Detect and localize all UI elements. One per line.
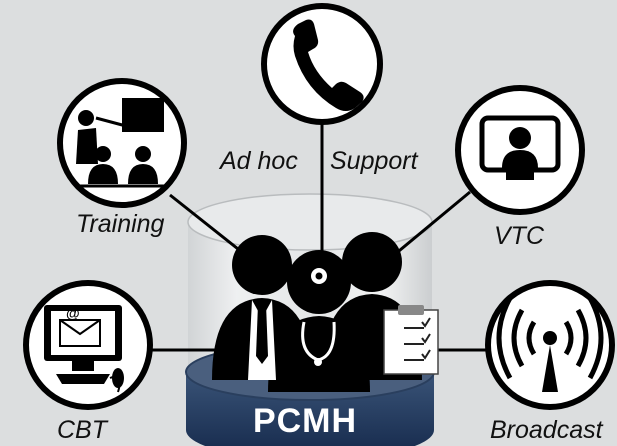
broadcast-antenna-icon (496, 296, 604, 392)
support-label: Support (330, 147, 418, 175)
clipboard-icon (383, 305, 439, 375)
broadcast-node (485, 280, 615, 410)
svg-text:@: @ (66, 305, 80, 321)
cbt-node: @ (23, 280, 153, 410)
computer-email-icon: @ (44, 305, 124, 393)
presentation-icon (76, 98, 166, 188)
vtc-label: VTC (494, 222, 544, 250)
telephone-icon (293, 19, 364, 111)
broadcast-label: Broadcast (490, 416, 603, 444)
cbt-label: CBT (57, 416, 107, 444)
hub-label: PCMH (252, 402, 358, 440)
telephone-node (261, 3, 383, 125)
training-label: Training (76, 210, 165, 238)
adhoc-label: Ad hoc (220, 147, 298, 175)
vtc-node (455, 85, 585, 215)
video-conference-icon (479, 115, 561, 180)
training-node (57, 78, 187, 208)
